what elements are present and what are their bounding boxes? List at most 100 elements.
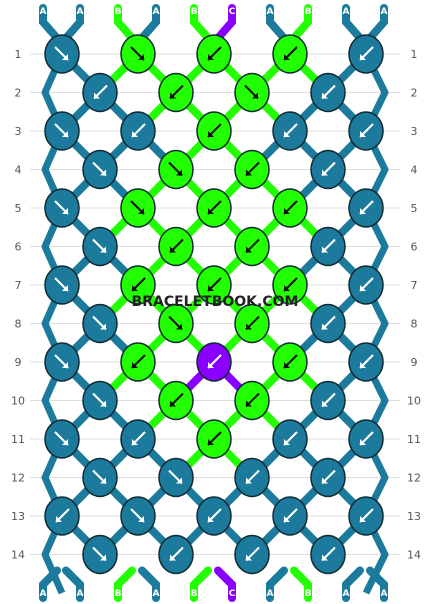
knot-arrowhead-icon xyxy=(208,439,214,445)
string-label-bottom: A xyxy=(381,589,388,599)
string-label-top: B xyxy=(191,7,198,17)
string-end-top xyxy=(290,4,312,42)
knot-arrowhead-icon xyxy=(284,362,290,368)
string-end-top xyxy=(214,4,236,42)
knot-arrowhead-icon xyxy=(62,439,68,445)
knot-arrowhead-icon xyxy=(284,131,290,137)
knot-arrowhead-icon xyxy=(100,323,106,330)
knot-arrowhead-icon xyxy=(56,516,62,522)
string-end-top xyxy=(62,4,84,42)
knot-arrowhead-icon xyxy=(322,92,328,99)
row-number-right: 10 xyxy=(407,395,421,408)
string-label-top: A xyxy=(267,7,274,17)
string-end-top xyxy=(342,4,364,42)
row-number-right: 9 xyxy=(411,356,418,369)
row-number-right: 6 xyxy=(411,241,418,254)
string-label-bottom: A xyxy=(267,589,274,599)
knot-arrowhead-icon xyxy=(322,169,328,176)
knot-arrowhead-icon xyxy=(132,285,138,291)
knot-arrowhead-icon xyxy=(170,400,176,407)
row-number-left: 5 xyxy=(15,202,22,215)
row-number-right: 4 xyxy=(411,164,418,177)
string-label-top: A xyxy=(77,7,84,17)
string-end-bottom xyxy=(114,566,136,602)
knot-arrowhead-icon xyxy=(138,54,144,60)
string-end-bottom xyxy=(190,566,212,602)
knot-arrowhead-icon xyxy=(284,54,290,60)
string-label-top: B xyxy=(115,7,122,17)
row-number-right: 13 xyxy=(407,510,421,523)
row-number-left: 12 xyxy=(11,472,25,485)
string-label-top: A xyxy=(343,7,350,17)
knot-arrowhead-icon xyxy=(208,362,214,368)
knot-arrowhead-icon xyxy=(284,516,290,522)
knot-arrowhead-icon xyxy=(138,208,144,214)
row-number-left: 3 xyxy=(15,125,22,138)
string-end-bottom xyxy=(366,566,388,602)
string-label-bottom: B xyxy=(191,589,198,599)
row-number-left: 10 xyxy=(11,395,25,408)
string-end-bottom xyxy=(39,566,61,602)
knot-arrowhead-icon xyxy=(208,208,214,214)
row-number-left: 9 xyxy=(15,356,22,369)
string-label-top: A xyxy=(153,7,160,17)
knot-arrowhead-icon xyxy=(170,92,176,99)
string-end-top xyxy=(190,4,212,42)
string-end-bottom xyxy=(266,566,288,602)
knot-arrowhead-icon xyxy=(62,131,68,137)
knot-arrowhead-icon xyxy=(176,169,182,176)
knot-arrowhead-icon xyxy=(176,477,182,484)
knot-arrowhead-icon xyxy=(246,400,252,407)
knot-arrowhead-icon xyxy=(100,477,106,484)
string-label-top: A xyxy=(40,7,47,17)
knot-arrowhead-icon xyxy=(62,54,68,60)
string-label-bottom: A xyxy=(77,589,84,599)
string-end-bottom xyxy=(342,566,364,602)
string-end-bottom xyxy=(138,566,160,602)
knot-arrowhead-icon xyxy=(284,208,290,214)
row-number-right: 2 xyxy=(411,87,418,100)
knot-arrowhead-icon xyxy=(100,169,106,176)
row-number-right: 3 xyxy=(411,125,418,138)
knot-arrowhead-icon xyxy=(322,477,328,484)
knot-arrowhead-icon xyxy=(360,285,366,291)
string-end-top xyxy=(138,4,160,42)
string-label-bottom: A xyxy=(40,589,47,599)
knot-arrowhead-icon xyxy=(322,246,328,253)
knot-arrowhead-icon xyxy=(100,400,106,407)
knot-arrowhead-icon xyxy=(132,362,138,368)
knot-arrowhead-icon xyxy=(62,208,68,214)
string-end-bottom xyxy=(214,566,236,602)
row-number-left: 2 xyxy=(15,87,22,100)
row-number-left: 14 xyxy=(11,549,25,562)
knot-arrowhead-icon xyxy=(360,439,366,445)
string-label-bottom: C xyxy=(229,589,236,599)
knot-arrowhead-icon xyxy=(322,400,328,407)
knot-arrowhead-icon xyxy=(170,246,176,253)
knot-arrowhead-icon xyxy=(62,362,68,368)
knot-arrowhead-icon xyxy=(100,246,106,253)
knot-arrowhead-icon xyxy=(176,323,182,330)
string-end-top xyxy=(39,4,61,42)
string-end-bottom xyxy=(290,566,312,602)
knot-arrowhead-icon xyxy=(138,516,144,522)
row-number-right: 7 xyxy=(411,279,418,292)
knot-arrowhead-icon xyxy=(252,92,258,99)
knot-arrowhead-icon xyxy=(208,516,214,522)
row-number-left: 1 xyxy=(15,48,22,61)
string-end-bottom xyxy=(62,566,84,602)
knot-arrowhead-icon xyxy=(100,554,106,561)
row-number-right: 14 xyxy=(407,549,421,562)
row-number-right: 5 xyxy=(411,202,418,215)
row-number-right: 11 xyxy=(407,433,421,446)
string-label-bottom: A xyxy=(153,589,160,599)
row-number-right: 1 xyxy=(411,48,418,61)
knot-arrowhead-icon xyxy=(322,323,328,330)
knot-arrowhead-icon xyxy=(246,477,252,484)
row-number-right: 12 xyxy=(407,472,421,485)
knot-arrowhead-icon xyxy=(246,323,252,330)
string-end-top xyxy=(266,4,288,42)
string-end-top xyxy=(366,4,388,42)
